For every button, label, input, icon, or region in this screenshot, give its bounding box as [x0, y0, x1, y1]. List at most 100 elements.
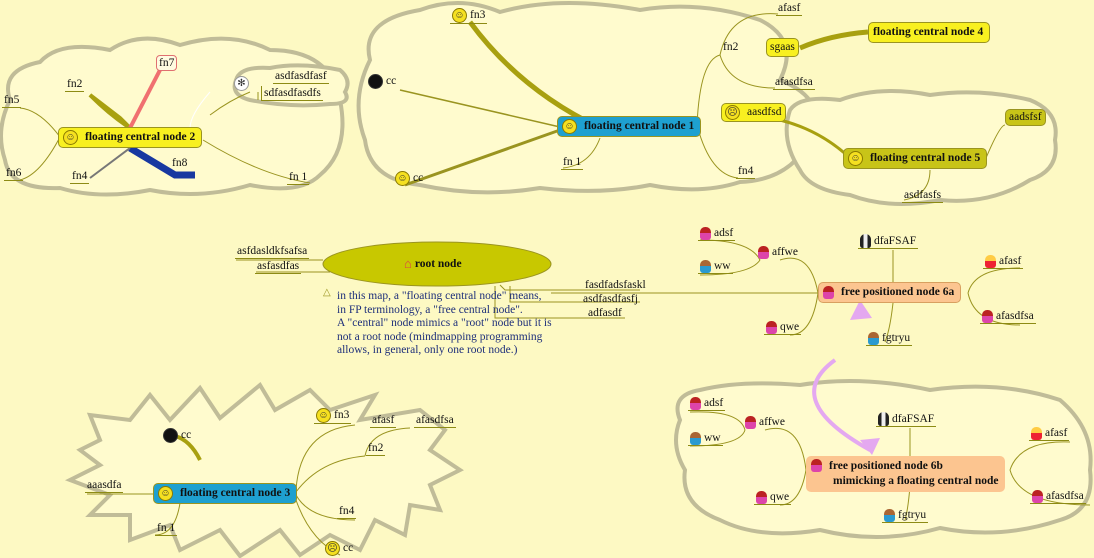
people-icon [745, 415, 756, 429]
woman-icon [766, 320, 777, 334]
node-qwe[interactable]: qwe [764, 320, 802, 335]
node-fn7[interactable]: fn7 [156, 55, 178, 71]
bee-icon: ✻ [234, 76, 249, 91]
node-fn2[interactable]: fn2 [723, 41, 739, 53]
node-afasdfsa[interactable]: afasdfsa [773, 76, 815, 90]
node-ww[interactable]: ww [698, 259, 733, 274]
node-afasf[interactable]: afasf [983, 254, 1024, 269]
floating-central-node-5[interactable]: ☺floating central node 5 [843, 148, 988, 169]
people-icon [811, 459, 822, 472]
man-icon [700, 259, 711, 273]
arrowhead-icon [850, 300, 872, 320]
linux-penguin-icon [860, 234, 871, 249]
thick-edges [88, 20, 880, 461]
node-fn4[interactable]: fn4 [736, 165, 756, 179]
cloud-map2-sub [232, 63, 350, 108]
floating-central-node-4[interactable]: floating central node 4 [868, 22, 991, 43]
bomb-icon [368, 74, 383, 89]
node-cc-top[interactable]: cc [366, 74, 398, 89]
woman-icon [700, 226, 711, 240]
node-adsf[interactable]: adsf [698, 226, 736, 241]
node-ww[interactable]: ww [688, 431, 723, 446]
smiley-icon: ☺ [395, 171, 410, 186]
cloud-map5 [784, 89, 1058, 206]
linux-penguin-icon [878, 412, 889, 427]
floating-central-node-3[interactable]: ☺floating central node 3 [153, 483, 298, 504]
note-text: in this map, a "floating central node" m… [337, 290, 552, 356]
people-icon [758, 245, 769, 259]
node-fn3[interactable]: ☺fn3 [314, 408, 352, 424]
node-qwe[interactable]: qwe [754, 490, 792, 505]
node-affwe[interactable]: affwe [756, 245, 800, 259]
node-fn6[interactable]: fn6 [4, 167, 24, 181]
root-node-shape [322, 241, 552, 287]
house-icon: ⌂ [404, 256, 412, 271]
node-aaasdfa[interactable]: aaasdfa [85, 479, 124, 493]
woman-icon [982, 309, 993, 323]
people-icon [823, 286, 834, 299]
node-cc-bottom[interactable]: ☹cc [323, 541, 355, 556]
node-fn3[interactable]: ☺fn3 [450, 8, 488, 24]
node-fn5[interactable]: fn5 [2, 94, 22, 108]
smiley-icon: ☺ [848, 151, 863, 166]
floating-central-node-1[interactable]: ☺floating central node 1 [557, 116, 702, 137]
smiley-icon: ☺ [452, 8, 467, 23]
sad-face-icon: ☹ [725, 105, 740, 120]
cloud-map3 [65, 381, 464, 558]
node-asdfasdfasfj[interactable]: asdfasdfasfj [583, 293, 638, 305]
node-asdfasdfasf[interactable]: asdfasdfasf [273, 70, 329, 84]
node-fn4[interactable]: fn4 [337, 505, 357, 519]
sad-face-icon: ☹ [325, 541, 340, 556]
node-fgtryu[interactable]: fgtryu [882, 508, 929, 523]
node-sdfasdfasdfs[interactable]: sdfasdfasdfs [261, 86, 323, 101]
woman-icon [1031, 426, 1042, 440]
free-positioned-node-6a[interactable]: free positioned node 6a [818, 282, 962, 303]
node-afasf[interactable]: afasf [370, 414, 397, 428]
arrowhead-icon [860, 438, 880, 455]
node-afasf[interactable]: afasf [1029, 426, 1070, 441]
floating-central-node-2[interactable]: ☺floating central node 2 [58, 127, 203, 148]
woman-icon [756, 490, 767, 504]
node-aasdfsd[interactable]: ☹aasdfsd [721, 103, 786, 122]
man-icon [868, 331, 879, 345]
man-icon [884, 508, 895, 522]
node-fgtryu[interactable]: fgtryu [866, 331, 913, 346]
node-aadsfsf[interactable]: aadsfsf [1005, 109, 1046, 126]
smiley-icon: ☺ [316, 408, 331, 423]
node-dfaFSAF[interactable]: dfaFSAF [876, 412, 937, 428]
node-fn1[interactable]: fn 1 [155, 522, 178, 536]
node-asfasdfas[interactable]: asfasdfas [255, 260, 302, 274]
woman-icon [690, 396, 701, 410]
node-afasf[interactable]: afasf [776, 2, 803, 16]
smiley-icon: ☺ [158, 486, 173, 501]
node-fn1[interactable]: fn 1 [287, 171, 310, 185]
node-fn1[interactable]: fn 1 [561, 156, 584, 170]
node-cc-bottom[interactable]: ☺cc [393, 171, 425, 186]
woman-icon [985, 254, 996, 268]
bomb-icon [163, 428, 178, 443]
smiley-icon: ☺ [562, 119, 577, 134]
node-afasdfsa[interactable]: afasdfsa [980, 309, 1036, 324]
node-fn8[interactable]: fn8 [172, 157, 188, 169]
node-sgaas[interactable]: sgaas [766, 38, 799, 57]
connector-arrow [812, 358, 871, 452]
node-adsf[interactable]: adsf [688, 396, 726, 411]
node-fn2[interactable]: fn2 [366, 442, 386, 456]
node-fn2[interactable]: fn2 [65, 78, 85, 92]
man-icon [690, 431, 701, 445]
node-afasdfsa[interactable]: afasdfsa [1030, 489, 1086, 504]
node-cc-top[interactable]: cc [161, 428, 193, 443]
node-dfaFSAF[interactable]: dfaFSAF [858, 234, 919, 250]
node-asdfasfs[interactable]: asdfasfs [902, 189, 944, 203]
note-triangle-icon: △ [323, 287, 331, 298]
node-afasdfsa[interactable]: afasdfsa [414, 414, 456, 428]
node-fn4[interactable]: fn4 [70, 170, 90, 184]
node-affwe[interactable]: affwe [743, 415, 787, 429]
node-asfdasldkfsafsa[interactable]: asfdasldkfsafsa [235, 245, 310, 259]
root-node[interactable]: ⌂root node [404, 256, 462, 271]
node-fasdfadsfaskl[interactable]: fasdfadsfaskl [585, 279, 646, 291]
woman-icon [1032, 489, 1043, 503]
smiley-icon: ☺ [63, 130, 78, 145]
node-adfasdf[interactable]: adfasdf [588, 307, 622, 319]
